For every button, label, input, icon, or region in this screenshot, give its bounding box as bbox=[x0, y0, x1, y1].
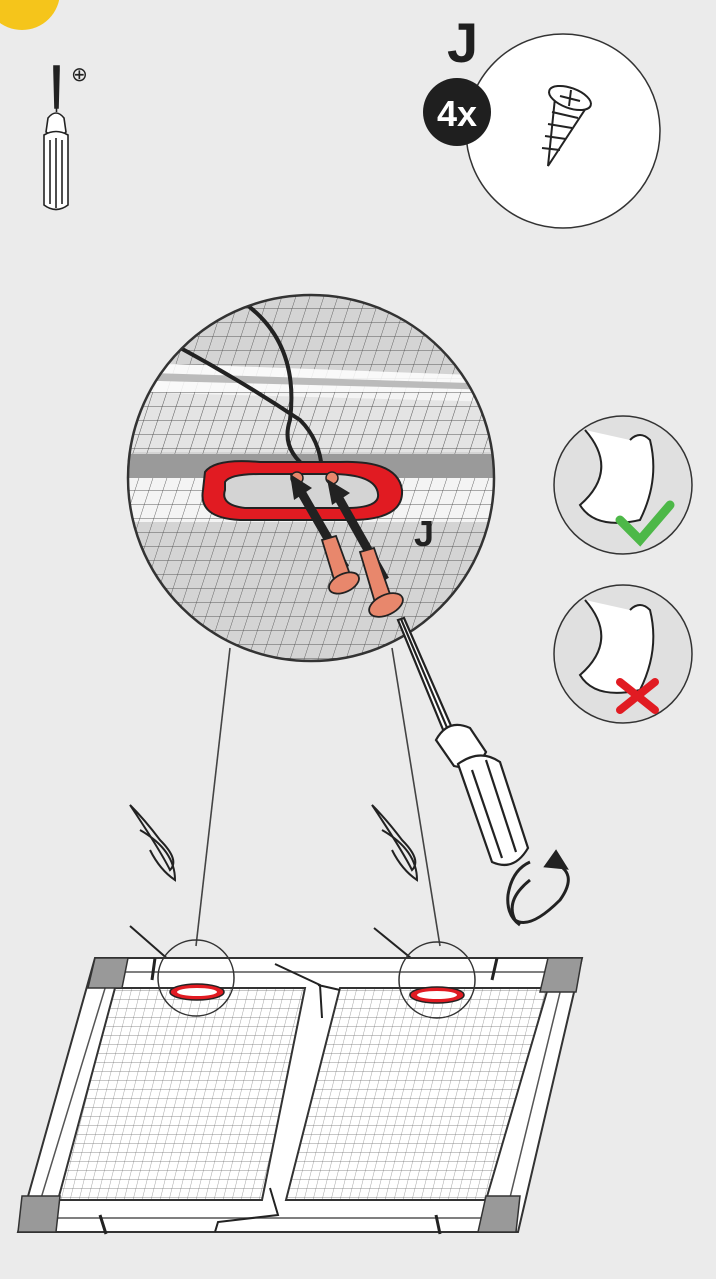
detail-part-label: J bbox=[414, 513, 434, 554]
quantity-text: 4x bbox=[437, 93, 477, 134]
rotate-clockwise-icon bbox=[508, 852, 569, 925]
cord-loops bbox=[130, 805, 428, 975]
tool-head-symbol: ⊕ bbox=[71, 62, 88, 86]
step-marker bbox=[0, 0, 60, 30]
hint-incorrect bbox=[554, 585, 692, 723]
leader-line-left bbox=[196, 648, 230, 946]
hint-correct bbox=[554, 416, 692, 554]
part-letter: J bbox=[447, 11, 478, 74]
window-frame bbox=[18, 958, 582, 1234]
screwdriver-large bbox=[398, 618, 528, 865]
detail-magnifier bbox=[120, 290, 500, 670]
screwdriver-icon bbox=[44, 66, 68, 210]
